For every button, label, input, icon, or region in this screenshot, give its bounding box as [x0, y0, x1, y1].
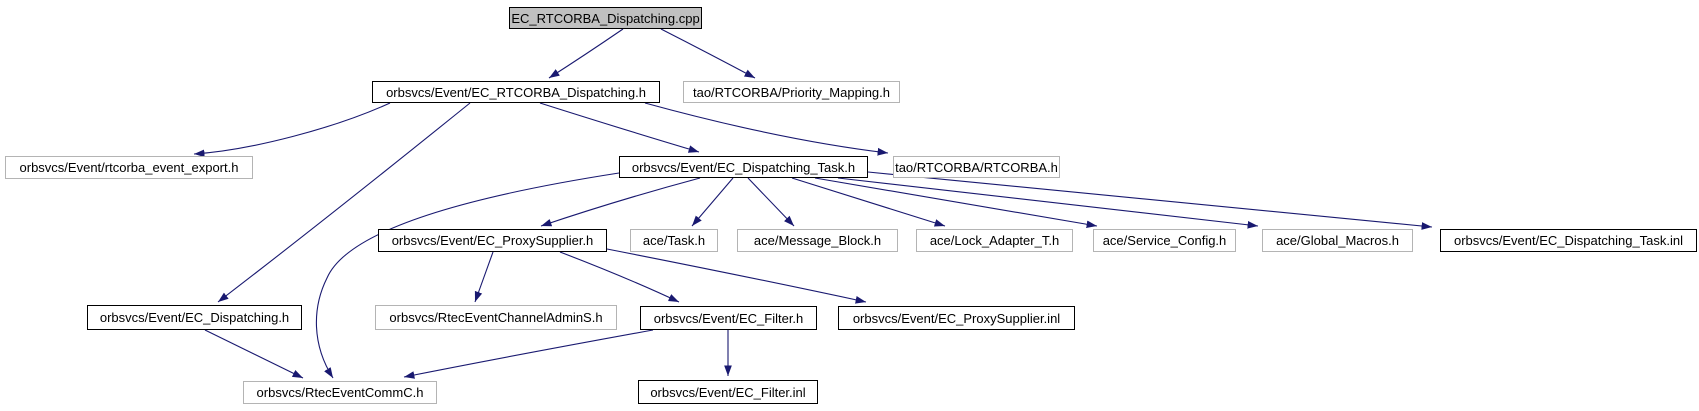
node-ace-service-config-h: ace/Service_Config.h	[1093, 229, 1236, 252]
node-rtcorba-h: tao/RTCORBA/RTCORBA.h	[893, 156, 1060, 178]
edge-ec-dispatching-task-h-to-ace-global-macros-h	[837, 177, 1259, 229]
edge-cpp-to-ec-rtcorba-dispatching-h	[548, 28, 624, 79]
edge-ec-dispatching-h-to-rtec-event-comm-c-h	[204, 329, 304, 379]
node-rtec-event-comm-c-h: orbsvcs/RtecEventCommC.h	[243, 381, 437, 404]
node-ec-dispatching-h[interactable]: orbsvcs/Event/EC_Dispatching.h	[87, 305, 302, 330]
edge-cpp-to-priority-mapping-h	[660, 28, 756, 79]
edge-ec-proxysupplier-h-to-ec-filter-h	[559, 251, 680, 303]
node-ec-dispatching-task-inl[interactable]: orbsvcs/Event/EC_Dispatching_Task.inl	[1440, 229, 1697, 252]
node-ace-task-h: ace/Task.h	[630, 229, 718, 252]
edge-ec-dispatching-task-h-to-ec-dispatching-task-inl	[867, 171, 1433, 230]
node-rtec-event-channel-admin-s-h: orbsvcs/RtecEventChannelAdminS.h	[375, 305, 617, 330]
node-ec-rtcorba-dispatching-h[interactable]: orbsvcs/Event/EC_RTCORBA_Dispatching.h	[372, 81, 660, 103]
node-ec-proxysupplier-inl[interactable]: orbsvcs/Event/EC_ProxySupplier.inl	[838, 306, 1075, 330]
edge-ec-rtcorba-dispatching-h-to-rtcorba-event-export-h	[193, 102, 391, 158]
node-ec-filter-h[interactable]: orbsvcs/Event/EC_Filter.h	[640, 306, 817, 330]
edge-ec-dispatching-task-h-to-ec-proxysupplier-h	[540, 177, 701, 227]
node-ec-proxysupplier-h[interactable]: orbsvcs/Event/EC_ProxySupplier.h	[378, 229, 607, 252]
node-ace-message-block-h: ace/Message_Block.h	[737, 229, 898, 252]
edge-ec-dispatching-task-h-to-ace-task-h	[691, 177, 734, 227]
node-ace-global-macros-h: ace/Global_Macros.h	[1262, 229, 1413, 252]
edge-ec-filter-h-to-rtec-event-comm-c-h	[403, 329, 654, 379]
edge-ec-proxysupplier-h-to-rtec-event-channel-admin-s-h	[474, 251, 494, 303]
edge-ec-dispatching-task-h-to-rtec-event-comm-c-h	[315, 172, 620, 379]
edge-ec-dispatching-task-h-to-ace-service-config-h	[814, 177, 1098, 229]
edge-ec-proxysupplier-h-to-ec-proxysupplier-inl	[606, 248, 867, 304]
edge-ec-rtcorba-dispatching-h-to-ec-dispatching-task-h	[539, 102, 700, 153]
node-rtcorba-event-export-h: orbsvcs/Event/rtcorba_event_export.h	[5, 156, 253, 179]
node-priority-mapping-h: tao/RTCORBA/Priority_Mapping.h	[683, 81, 900, 103]
edge-ec-dispatching-task-h-to-ace-lock-adapter-t-h	[791, 177, 946, 227]
node-ec-rtcorba-dispatching-cpp: EC_RTCORBA_Dispatching.cpp	[509, 7, 702, 29]
edge-ec-rtcorba-dispatching-h-to-rtcorba-h	[644, 102, 889, 156]
node-ec-filter-inl[interactable]: orbsvcs/Event/EC_Filter.inl	[638, 380, 818, 404]
node-ec-dispatching-task-h[interactable]: orbsvcs/Event/EC_Dispatching_Task.h	[619, 156, 868, 178]
node-ace-lock-adapter-t-h: ace/Lock_Adapter_T.h	[916, 229, 1073, 252]
edge-ec-rtcorba-dispatching-h-to-ec-dispatching-h	[217, 102, 471, 303]
edge-ec-dispatching-task-h-to-ace-message-block-h	[747, 177, 795, 227]
